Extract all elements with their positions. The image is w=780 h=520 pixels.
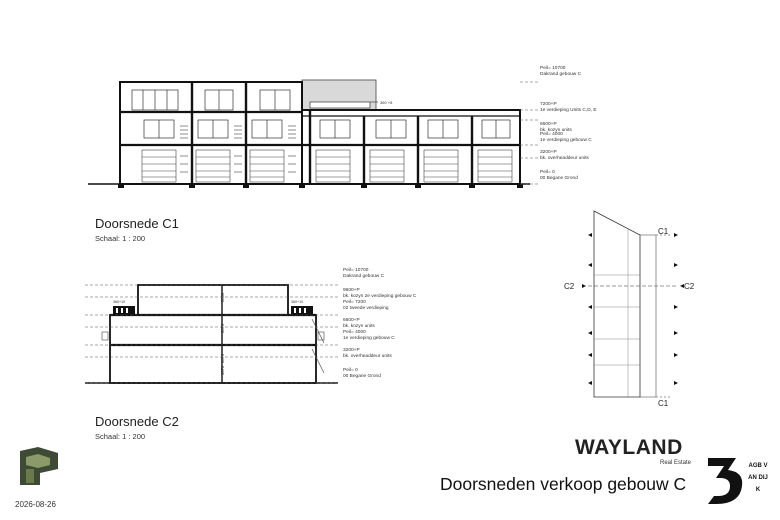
c2-rooftop-units — [113, 306, 313, 314]
c1-level-peil: 6600+P — [540, 122, 557, 127]
c2-level-1: 9600+P bk. kozyn 2e verdieping gebouw C — [343, 288, 416, 299]
c2-level-peil: 9600+P — [343, 288, 360, 293]
sheet-title: Doorsneden verkoop gebouw C — [440, 474, 687, 494]
c2-scale: Schaal: 1 : 200 — [95, 432, 146, 441]
c2-level-lines — [85, 284, 340, 384]
c1-level-3: Peil= 4000 1e verdieping gebouw C — [540, 132, 592, 143]
key-plan-label-c1-top: C1 — [658, 227, 669, 236]
left-logo — [20, 447, 58, 485]
c2-level-4: Peil= 4000 1e verdieping gebouw C — [343, 330, 395, 341]
c2-lower-block — [109, 314, 317, 384]
c1-level-tag: 360 +8 — [380, 100, 393, 105]
c2-dim-3: 3070 — [220, 365, 225, 375]
c2-level-peil: 3200+P — [343, 348, 360, 353]
section-c2-drawing: 360+10 360+10 2850 2870 2870 3070 — [85, 284, 340, 384]
c2-level-peil: Peil= 7200 — [343, 300, 366, 305]
c2-level-peil: 6600+P — [343, 318, 360, 323]
c1-level-name: 1e verdieping Units C,D, E — [540, 107, 597, 113]
c1-level-name: Dakrand gebouw C — [540, 71, 582, 77]
section-c1-drawing: 360 +8 — [88, 79, 540, 188]
c2-level-name: 00 Begane Grond — [343, 373, 381, 379]
c2-side-markers — [101, 318, 325, 374]
c1-level-lines — [520, 81, 540, 185]
key-plan-label-c1-bottom: C1 — [658, 399, 669, 408]
c2-level-2: Peil= 7200 02 tweede verdieping — [343, 300, 389, 311]
c2-top-storey — [137, 284, 289, 316]
c1-unit-walls — [190, 82, 474, 184]
c1-scale: Schaal: 1 : 200 — [95, 234, 146, 243]
c1-level-peil: Peil= 10700 — [540, 66, 566, 71]
key-plan-label-c2-left: C2 — [564, 282, 575, 291]
key-plan-label-c2-right: C2 — [684, 282, 695, 291]
c1-stairs — [180, 125, 296, 173]
c2-level-0: Peil= 10700 Dakrand gebouw C — [343, 268, 384, 279]
c1-level-0: Peil= 10700 Dakrand gebouw C — [540, 66, 581, 77]
c1-overhead-doors — [141, 149, 513, 183]
c2-small-tag-left: 360+10 — [113, 300, 125, 304]
c1-top-windows — [131, 89, 371, 111]
c2-level-name: bk. overheaddeur units — [343, 353, 392, 359]
c2-level-name: 1e verdieping gebouw C — [343, 335, 395, 341]
c1-level-4: 3200+P bk. overheaddeur units — [540, 150, 589, 161]
c2-small-tag-right: 360+10 — [291, 300, 303, 304]
c1-level-name: bk. kozyn units — [540, 127, 572, 133]
c2-level-name: bk. kozyn 2e verdieping gebouw C — [343, 293, 417, 299]
c1-level-2: 6600+P bk. kozyn units — [540, 122, 572, 133]
c2-level-6: Peil= 0 00 Begane Grond — [343, 368, 381, 379]
c2-level-name: bk. kozyn units — [343, 323, 375, 329]
c1-level-1: 7200+P 1e verdieping Units C,D, E — [540, 102, 597, 113]
c1-level-peil: Peil= 4000 — [540, 132, 563, 137]
c1-level-name: bk. overheaddeur units — [540, 155, 589, 161]
c1-foundations — [118, 184, 523, 188]
c1-level-peil: 3200+P — [540, 150, 557, 155]
key-plan-outline — [593, 210, 641, 398]
c2-level-3: 6600+P bk. kozyn units — [343, 318, 375, 329]
c1-level-5: Peil= 0 00 Begane Grond — [540, 170, 578, 181]
c2-level-peil: Peil= 10700 — [343, 268, 369, 273]
architect-logo — [708, 458, 743, 504]
c1-middle-windows — [143, 119, 511, 139]
c2-level-5: 3200+P bk. overheaddeur units — [343, 348, 392, 359]
c1-level-peil: Peil= 0 — [540, 170, 555, 175]
c2-dim-2: 2870 — [220, 353, 225, 363]
c2-level-name: Dakrand gebouw C — [343, 273, 385, 279]
drawing-date: 2026-08-26 — [15, 500, 56, 509]
c1-title: Doorsnede C1 — [95, 216, 179, 231]
c1-block-right — [301, 109, 521, 185]
c1-level-peil: 7200+P — [540, 102, 557, 107]
architect-name: AGB VAN DIJK — [748, 463, 768, 493]
c1-level-name: 00 Begane Grond — [540, 175, 578, 181]
c2-level-name: 02 tweede verdieping — [343, 305, 389, 311]
c2-title: Doorsnede C2 — [95, 414, 179, 429]
c1-level-name: 1e verdieping gebouw C — [540, 137, 592, 143]
key-plan: C1 C1 C2 C2 — [564, 210, 695, 408]
c2-level-peil: Peil= 0 — [343, 368, 358, 373]
brand-subtitle: Real Estate — [660, 460, 692, 466]
key-plan-ticks — [582, 233, 684, 385]
brand-name: WAYLAND — [575, 436, 683, 459]
c2-level-peil: Peil= 4000 — [343, 330, 366, 335]
c2-dim-1: 2870 — [220, 323, 225, 333]
